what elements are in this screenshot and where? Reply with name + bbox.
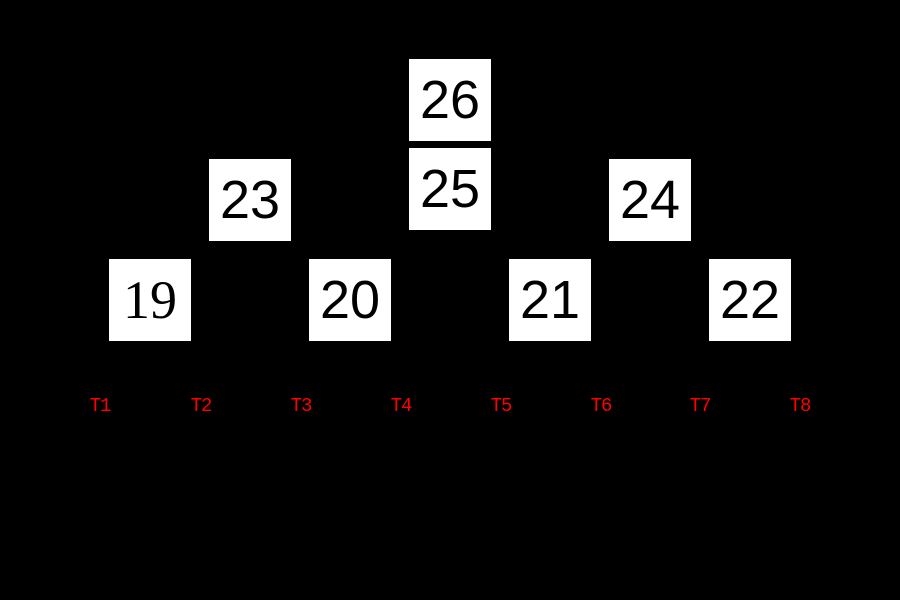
tree-node-leaf-2: 20	[309, 259, 391, 341]
team-label-t7: T7	[689, 395, 712, 417]
tree-node-final: 25	[409, 148, 491, 230]
tree-node-leaf-3: 21	[509, 259, 591, 341]
team-label-t1: T1	[89, 395, 112, 417]
team-label-t6: T6	[590, 395, 613, 417]
tree-node-semifinal-left: 23	[209, 159, 291, 241]
team-label-t8: T8	[789, 395, 812, 417]
tree-node-root: 26	[409, 59, 491, 141]
tree-node-semifinal-right: 24	[609, 159, 691, 241]
tree-node-leaf-4: 22	[709, 259, 791, 341]
team-label-t2: T2	[190, 395, 213, 417]
tree-node-leaf-1: 19	[109, 259, 191, 341]
team-label-t3: T3	[290, 395, 313, 417]
team-label-t5: T5	[490, 395, 513, 417]
team-label-t4: T4	[390, 395, 413, 417]
